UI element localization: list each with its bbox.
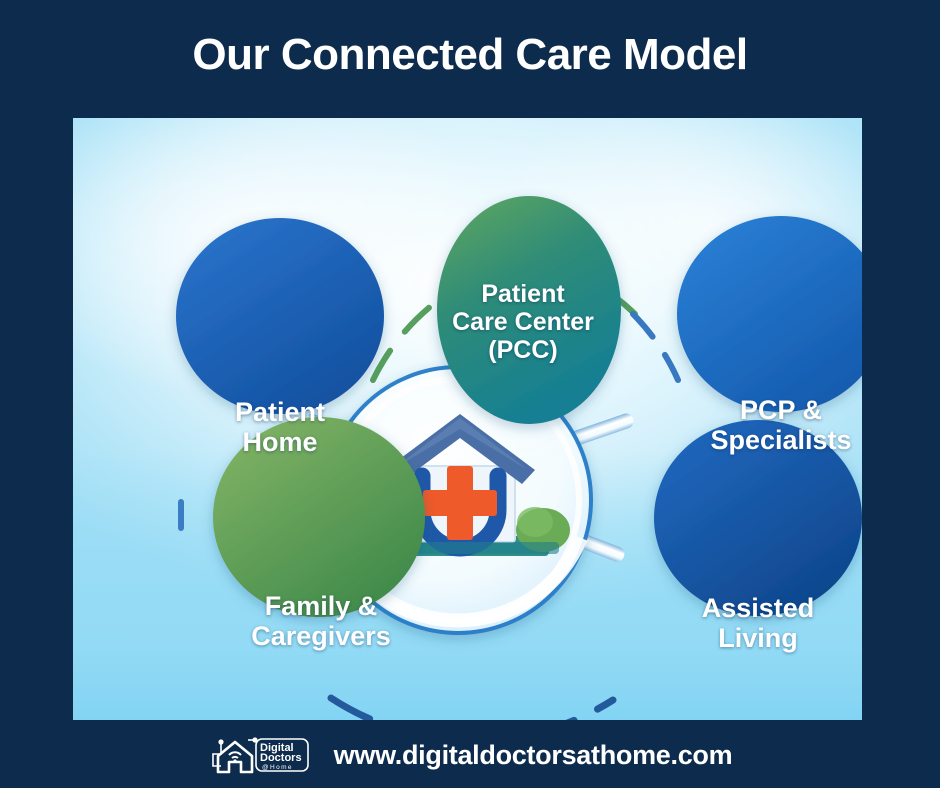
footer-bar: Digital Doctors @Home www.digitaldoctors… xyxy=(0,722,940,788)
node-fam xyxy=(213,417,425,617)
page-title: Our Connected Care Model xyxy=(192,30,748,79)
logo-line3: @Home xyxy=(262,764,293,771)
digital-doctors-at-home-logo-icon: Digital Doctors @Home xyxy=(208,732,312,778)
logo-line2: Doctors xyxy=(260,752,302,764)
website-url[interactable]: www.digitaldoctorsathome.com xyxy=(333,739,733,770)
node-al xyxy=(654,420,862,616)
node-pcc xyxy=(437,196,621,424)
diagram-card: Patient Care Center (PCC) Patient Home P… xyxy=(73,118,862,720)
diagram-canvas xyxy=(73,118,862,720)
node-pcp xyxy=(677,216,862,412)
node-home xyxy=(176,218,384,414)
logo-line1: Digital xyxy=(260,742,294,754)
dashed-arc-bottom xyxy=(327,694,617,720)
